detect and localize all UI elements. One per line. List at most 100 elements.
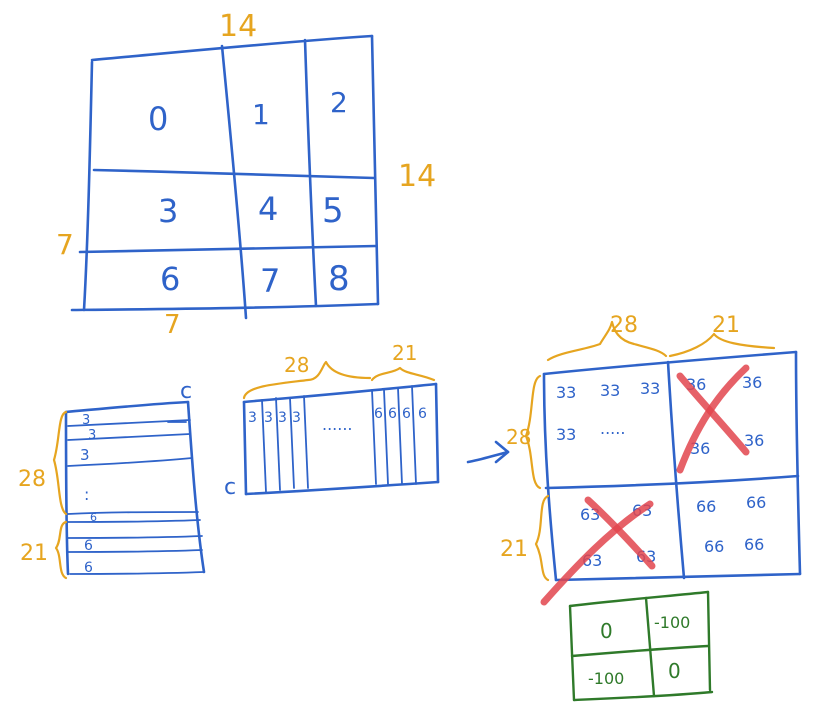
matrix-brace-top-28 [546, 320, 668, 362]
flat-value: 3 [248, 410, 257, 426]
matrix-q1-value: 33 [600, 381, 620, 400]
flat-left-line [242, 400, 248, 496]
grid-bottom-size: 7 [164, 310, 181, 340]
grid-left-size: 7 [56, 228, 74, 261]
matrix-brace-left-21-label: 21 [500, 537, 528, 562]
arrow-icon [466, 440, 510, 464]
mask-vline [644, 596, 656, 698]
grid-vline-1 [220, 44, 248, 320]
flat-top-line [242, 382, 438, 404]
matrix-left-line [542, 372, 558, 582]
flat-col-line [371, 389, 377, 485]
matrix-q2-value: 36 [744, 431, 764, 450]
stack-top-line [64, 400, 190, 414]
flat-value: 3 [278, 410, 287, 426]
stack-brace-21-label: 21 [20, 541, 48, 566]
mask-cell: -100 [654, 613, 690, 632]
matrix-q4-value: 66 [696, 497, 716, 516]
matrix-brace-top-28-label: 28 [610, 313, 638, 338]
cross-out-icon [676, 372, 750, 456]
stack-row-value: 3 [82, 413, 90, 428]
stack-row-line [67, 519, 201, 523]
matrix-q1-value: 33 [640, 379, 660, 398]
matrix-q4-value: 66 [746, 493, 766, 512]
matrix-q1-value: 33 [556, 383, 576, 402]
stack-row-line [67, 457, 193, 467]
matrix-brace-top-21 [668, 332, 776, 358]
grid-cell-2: 2 [330, 86, 348, 119]
stack-dots: : [84, 485, 89, 504]
matrix-top-line [542, 350, 798, 376]
matrix-brace-left-28-label: 28 [506, 425, 531, 449]
flat-bottom-line [244, 480, 440, 496]
stack-row-line [67, 433, 191, 441]
stack-row-line [67, 511, 199, 515]
flat-col-line [303, 395, 309, 489]
flat-value: 3 [292, 410, 301, 426]
matrix-bottom-line [554, 572, 802, 582]
stack-corner-label: c [180, 379, 192, 404]
stack-brace-28-label: 28 [18, 467, 46, 492]
flat-left-label: c [224, 475, 236, 500]
grid-hline-1 [92, 168, 376, 180]
mask-left-line [568, 604, 576, 702]
matrix-brace-left-28 [524, 374, 542, 490]
flat-col-line [289, 397, 295, 489]
stacked-rows: c 3 3 3 : 6 6 6 28 21 [18, 379, 206, 580]
stack-right-line [186, 400, 206, 574]
grid-cell-8: 8 [328, 259, 350, 299]
stack-brace-28 [52, 410, 68, 516]
matrix-brace-top-21-label: 21 [712, 313, 740, 338]
flat-value: 6 [402, 406, 411, 422]
flat-right-line [434, 382, 440, 484]
grid-cell-5: 5 [322, 191, 344, 231]
grid-cell-3: 3 [158, 192, 178, 230]
flat-value: 6 [418, 406, 427, 422]
flat-brace-21-label: 21 [392, 341, 417, 365]
mask-right-line [706, 590, 712, 692]
matrix-q1-ellipsis: ..... [600, 419, 625, 438]
mask-matrix: 0 -100 -100 0 [568, 590, 714, 702]
grid-cell-4: 4 [258, 190, 278, 228]
mask-cell: 0 [668, 659, 681, 683]
stack-row-value: 3 [80, 446, 90, 464]
cross-out-icon [540, 500, 654, 606]
flat-value: 6 [388, 406, 397, 422]
flat-brace-28 [242, 360, 372, 400]
matrix-hline [544, 474, 800, 490]
flat-col-line [275, 397, 281, 491]
stack-row-line [67, 419, 191, 427]
grid-right-size: 14 [398, 159, 436, 194]
mask-top-line [568, 590, 710, 608]
cross-out-icon [676, 364, 750, 474]
stack-left-line [64, 410, 70, 576]
flat-col-line [261, 399, 267, 493]
flat-ellipsis: ...... [322, 415, 353, 434]
matrix-q2-value: 36 [742, 373, 762, 392]
score-matrix: 33 33 33 33 ..... 36 36 36 36 63 63 63 6… [500, 313, 802, 606]
flattened-columns: 3 3 3 3 ...... 6 6 6 6 c 28 21 [224, 341, 440, 500]
mask-bottom-line [572, 690, 714, 702]
flat-value: 3 [264, 410, 273, 426]
grid-bottom-line [70, 302, 380, 312]
grid-cell-6: 6 [160, 260, 180, 298]
stack-row-line [67, 549, 203, 553]
grid-right-line [370, 34, 380, 306]
matrix-q2-value: 36 [690, 439, 710, 458]
grid-hline-2 [78, 244, 378, 254]
mask-cell: 0 [600, 619, 613, 643]
matrix-right-line [794, 350, 802, 576]
mask-cell: -100 [588, 669, 624, 688]
matrix-q1-value: 33 [556, 425, 576, 444]
flat-brace-21 [370, 366, 436, 382]
grid-top-line [90, 34, 374, 62]
cross-out-icon [584, 496, 656, 570]
flat-col-line [397, 387, 403, 485]
stack-row-value: 6 [90, 511, 97, 524]
matrix-q4-value: 66 [744, 535, 764, 554]
flat-col-line [411, 385, 417, 485]
grid-3x3: 14 14 7 7 0 1 2 3 4 5 6 7 8 [56, 9, 436, 340]
stack-row-line [69, 571, 205, 575]
